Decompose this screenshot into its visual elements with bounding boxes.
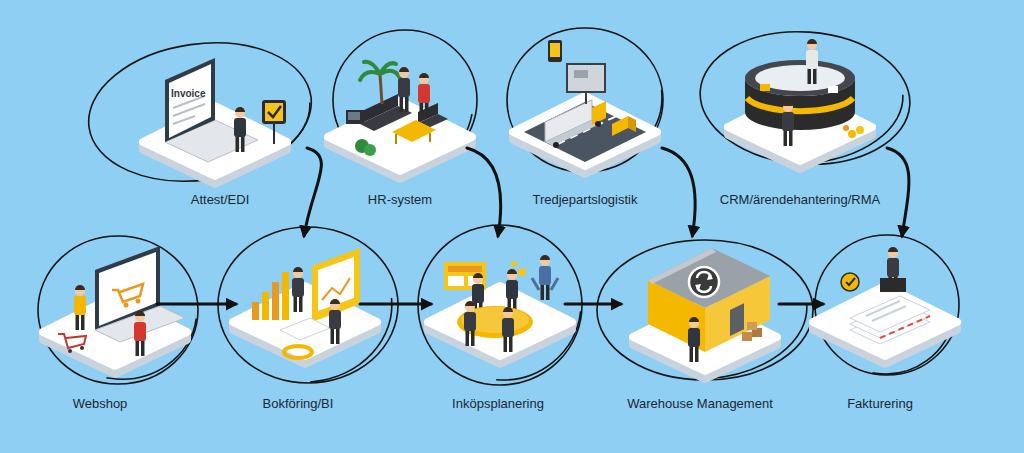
system-node: HR-system — [335, 50, 465, 208]
system-node: Bokföring/BI — [238, 238, 358, 412]
flow-arrow — [662, 148, 695, 236]
sketch-circles — [34, 21, 963, 391]
system-node: Inköpsplanering — [433, 238, 563, 412]
node-label: Warehouse Management — [627, 396, 773, 412]
flow-arrow — [887, 148, 909, 236]
invoicing-illustration — [813, 247, 957, 364]
webshop-illustration — [43, 246, 187, 374]
flow-arrow — [779, 303, 823, 306]
hr-illustration — [328, 62, 472, 179]
flow-arrow — [565, 303, 621, 306]
warehouse-illustration — [633, 248, 777, 379]
flow-arrow — [157, 303, 236, 306]
system-node: Warehouse Management — [623, 238, 777, 412]
flow-arrow — [304, 148, 321, 236]
flow-arrow — [360, 303, 431, 306]
system-node: Fakturering — [825, 238, 935, 412]
system-node: CRM/ärendehantering/RMA — [715, 50, 885, 208]
purchasing-illustration — [428, 255, 572, 364]
crm-illustration — [728, 39, 872, 169]
node-label: CRM/ärendehantering/RMA — [720, 192, 880, 208]
accounting-illustration — [233, 248, 377, 364]
flow-arrow — [467, 148, 501, 236]
node-label: Inköpsplanering — [452, 396, 544, 412]
system-node: Attest/EDI — [135, 50, 305, 208]
node-label: Fakturering — [847, 396, 913, 412]
screen-label: Invoice — [171, 88, 205, 100]
node-label: HR-system — [368, 192, 432, 208]
attest-illustration — [143, 58, 287, 184]
node-label: Tredjepartslogistik — [532, 192, 637, 208]
system-node: Tredjepartslogistik — [510, 50, 660, 208]
system-node: Webshop — [45, 238, 155, 412]
logistics-illustration — [513, 40, 657, 174]
node-label: Webshop — [73, 396, 128, 412]
node-label: Attest/EDI — [191, 192, 250, 208]
node-label: Bokföring/BI — [263, 396, 334, 412]
